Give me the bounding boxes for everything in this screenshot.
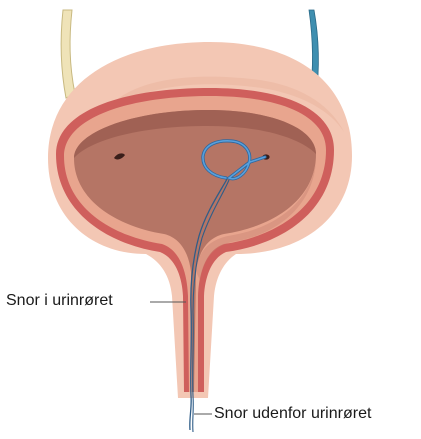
label-string-outside-urethra: Snor udenfor urinrøret [214,405,371,423]
label-string-in-urethra: Snor i urinrøret [6,292,113,310]
ureter-left [61,10,75,98]
